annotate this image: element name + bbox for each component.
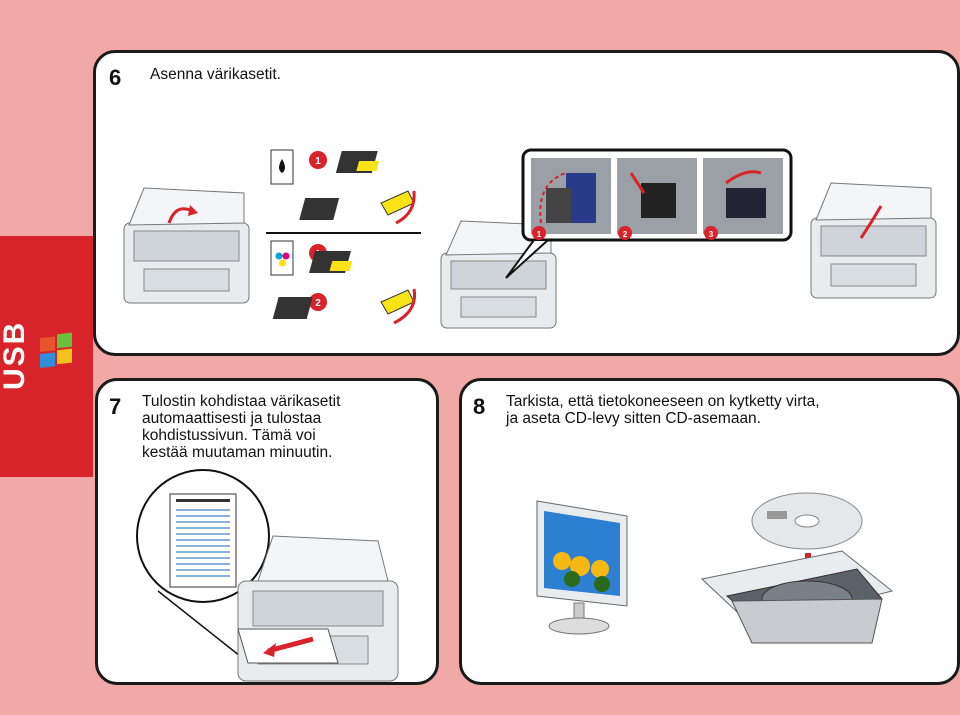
step-7-line: kohdistussivun. Tämä voi <box>142 427 316 444</box>
step-8-line: ja aseta CD-levy sitten CD-asemaan. <box>506 410 761 427</box>
step-7-line: automaattisesti ja tulostaa <box>142 410 322 427</box>
cd-drive-icon <box>700 550 894 644</box>
callout-1: 1 <box>315 156 321 167</box>
step-6-text: Asenna värikasetit. <box>150 66 281 83</box>
windows-logo-icon <box>40 332 72 368</box>
printer-icon <box>123 187 250 304</box>
step-7-line: kestää muutaman minuutin. <box>142 444 333 461</box>
step-7-text: Tulostin kohdistaa värikasetit automaatt… <box>142 393 340 461</box>
printer-icon <box>810 182 937 299</box>
callout-2: 2 <box>315 298 321 309</box>
step-7-number: 7 <box>109 394 122 419</box>
step-8-panel: 8 Tarkista, että tietokoneeseen on kytke… <box>459 378 960 685</box>
callout-1: 1 <box>537 230 542 239</box>
step-7-line: Tulostin kohdistaa värikasetit <box>142 393 341 410</box>
step-7-panel: 7 Tulostin kohdistaa värikasetit automaa… <box>95 378 439 685</box>
step-7-illustration <box>136 469 399 682</box>
step-8-number: 8 <box>473 394 486 419</box>
ink-cartridge-icon <box>272 151 417 325</box>
monitor-icon <box>536 500 628 635</box>
step-6-illustration: 1 2 1 2 <box>123 148 937 329</box>
step-8-text: Tarkista, että tietokoneeseen on kytkett… <box>506 393 820 427</box>
cd-disc-icon <box>751 492 863 550</box>
step-6-panel: 6 Asenna värikasetit. 1 2 1 2 <box>93 50 960 356</box>
step-6-number: 6 <box>109 65 122 90</box>
callout-2: 2 <box>623 230 628 239</box>
color-ink-drops-icon <box>270 240 294 276</box>
callout-3: 3 <box>709 230 714 239</box>
step-8-illustration <box>536 492 894 644</box>
step-8-line: Tarkista, että tietokoneeseen on kytkett… <box>506 393 820 410</box>
